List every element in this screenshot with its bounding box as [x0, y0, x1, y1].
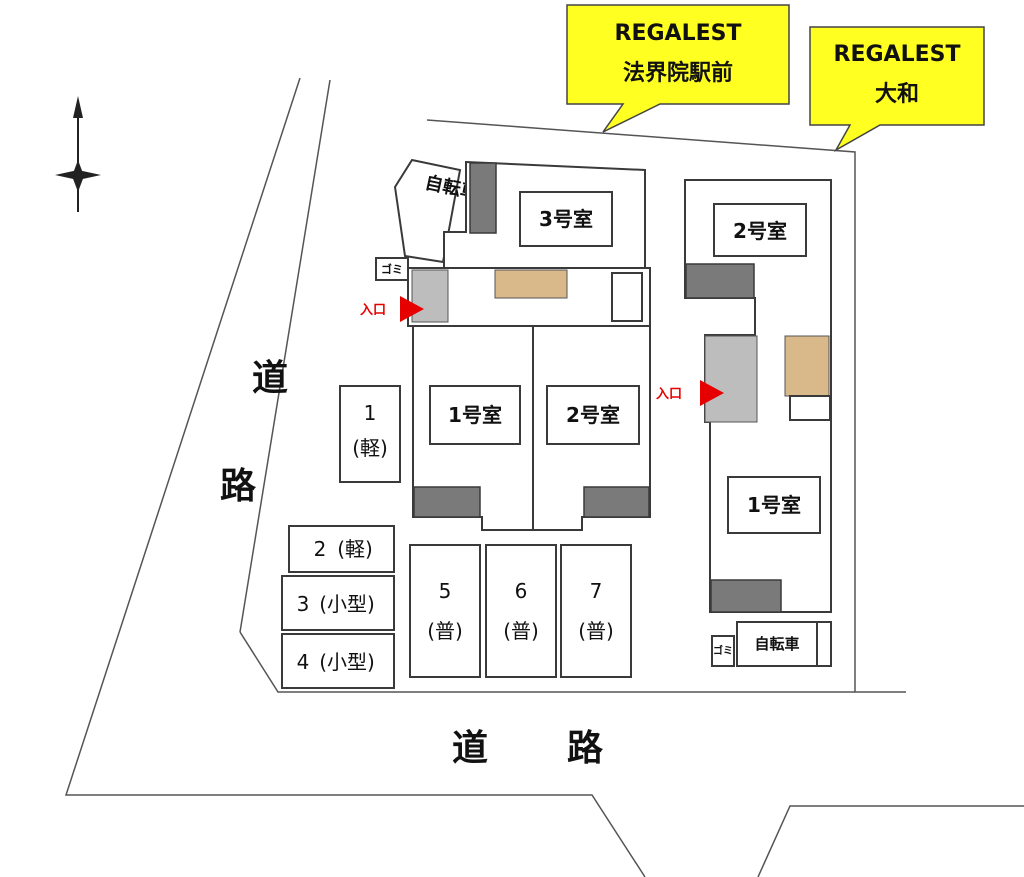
parking-7-number: 7: [590, 579, 603, 603]
site-boundary: [426, 119, 906, 693]
callout-1-line2: 法界院駅前: [623, 60, 733, 86]
north-arrow-icon: [55, 96, 101, 212]
west-room-1-balcony: [413, 486, 481, 518]
parking-space-5: 5 (普): [409, 544, 481, 678]
parking-6-type: (普): [503, 619, 539, 643]
parking-space-4-box: [281, 633, 395, 689]
east-room-2-balcony: [685, 263, 755, 299]
site-boundary-left: [239, 79, 331, 633]
west-room-2-label-box: [546, 385, 640, 445]
east-staircase: [784, 335, 830, 397]
parking-1-number: 1: [364, 401, 377, 425]
parking-4-type: (小型): [319, 650, 375, 674]
east-room-1-balcony: [710, 579, 782, 613]
parking-space-4: 4 (小型): [281, 633, 395, 689]
parking-space-7: 7 (普): [560, 544, 632, 678]
west-storage: [611, 272, 643, 322]
parking-4-number: 4: [297, 650, 310, 674]
east-bicycle-rack: [816, 621, 832, 667]
parking-2-type: (軽): [337, 537, 373, 561]
east-room-1-label-box: [727, 476, 821, 534]
callout-1-line1: REGALEST: [615, 21, 742, 46]
parking-space-1-box: [339, 385, 401, 483]
west-room-3-label-box: [519, 191, 613, 247]
east-storage: [789, 395, 831, 421]
east-trash-label: ゴミ: [713, 644, 733, 657]
west-room-2-label: 2号室: [566, 403, 620, 427]
west-building: 自転車 ゴミ 3号室 1号室 2号室 入口: [360, 158, 651, 531]
parking-space-6-box: [485, 544, 557, 678]
road-label-left-1: 道: [252, 358, 288, 399]
east-room-2-label: 2号室: [733, 219, 787, 243]
parking-space-1: 1 (軽): [339, 385, 401, 483]
west-trash-label: ゴミ: [381, 262, 403, 276]
road-edge-left: [64, 77, 646, 877]
parking-space-2: 2 (軽): [288, 525, 395, 573]
west-entrance-tiles: [411, 269, 449, 323]
callout-2-line1: REGALEST: [834, 42, 961, 67]
parking-3-number: 3: [297, 592, 310, 616]
east-room-2-label-box: [713, 203, 807, 257]
parking-space-3-box: [281, 575, 395, 631]
parking-6-number: 6: [515, 579, 528, 603]
road-label-left-2: 路: [220, 466, 257, 507]
parking-area: 1 (軽) 2 (軽) 3 (小型) 4 (小型) 5 (普) 6 (普): [281, 385, 632, 689]
east-entrance-tiles: [704, 335, 758, 423]
parking-3-type: (小型): [319, 592, 375, 616]
parking-space-7-box: [560, 544, 632, 678]
west-staircase: [494, 269, 568, 299]
callout-2-line2: 大和: [875, 82, 919, 107]
parking-space-2-box: [288, 525, 395, 573]
west-entrance-arrow-icon: [400, 296, 424, 322]
east-bicycle-label: 自転車: [754, 635, 799, 653]
east-room-1-label: 1号室: [747, 493, 801, 517]
east-trash-box: [711, 635, 735, 667]
west-room-3-closet: [469, 162, 497, 234]
parking-space-5-box: [409, 544, 481, 678]
parking-5-number: 5: [439, 579, 452, 603]
parking-7-type: (普): [578, 619, 614, 643]
parking-space-3: 3 (小型): [281, 575, 395, 631]
site-boundary-bottom: [239, 631, 855, 693]
road-edge-right: [757, 805, 1024, 877]
west-room-2-balcony: [583, 486, 650, 518]
callout-regalest-houkaiin: REGALEST 法界院駅前: [566, 4, 790, 133]
callout-regalest-yamato: REGALEST 大和: [809, 26, 985, 152]
road-label-bottom-2: 路: [567, 728, 604, 769]
parking-5-type: (普): [427, 619, 463, 643]
east-entrance-label: 入口: [656, 387, 682, 402]
parking-space-6: 6 (普): [485, 544, 557, 678]
parking-1-type: (軽): [352, 436, 388, 460]
west-room-1-label-box: [429, 385, 521, 445]
east-bicycle-shed: [736, 621, 818, 667]
east-building: 2号室 1号室 入口 ゴミ 自転車: [656, 179, 832, 667]
west-room-1-label: 1号室: [448, 403, 502, 427]
parking-2-number: 2: [314, 537, 327, 561]
road-label-bottom-1: 道: [452, 728, 488, 769]
east-entrance-arrow-icon: [700, 380, 724, 406]
west-entrance-label: 入口: [360, 303, 386, 318]
west-room-3-label: 3号室: [539, 207, 593, 231]
